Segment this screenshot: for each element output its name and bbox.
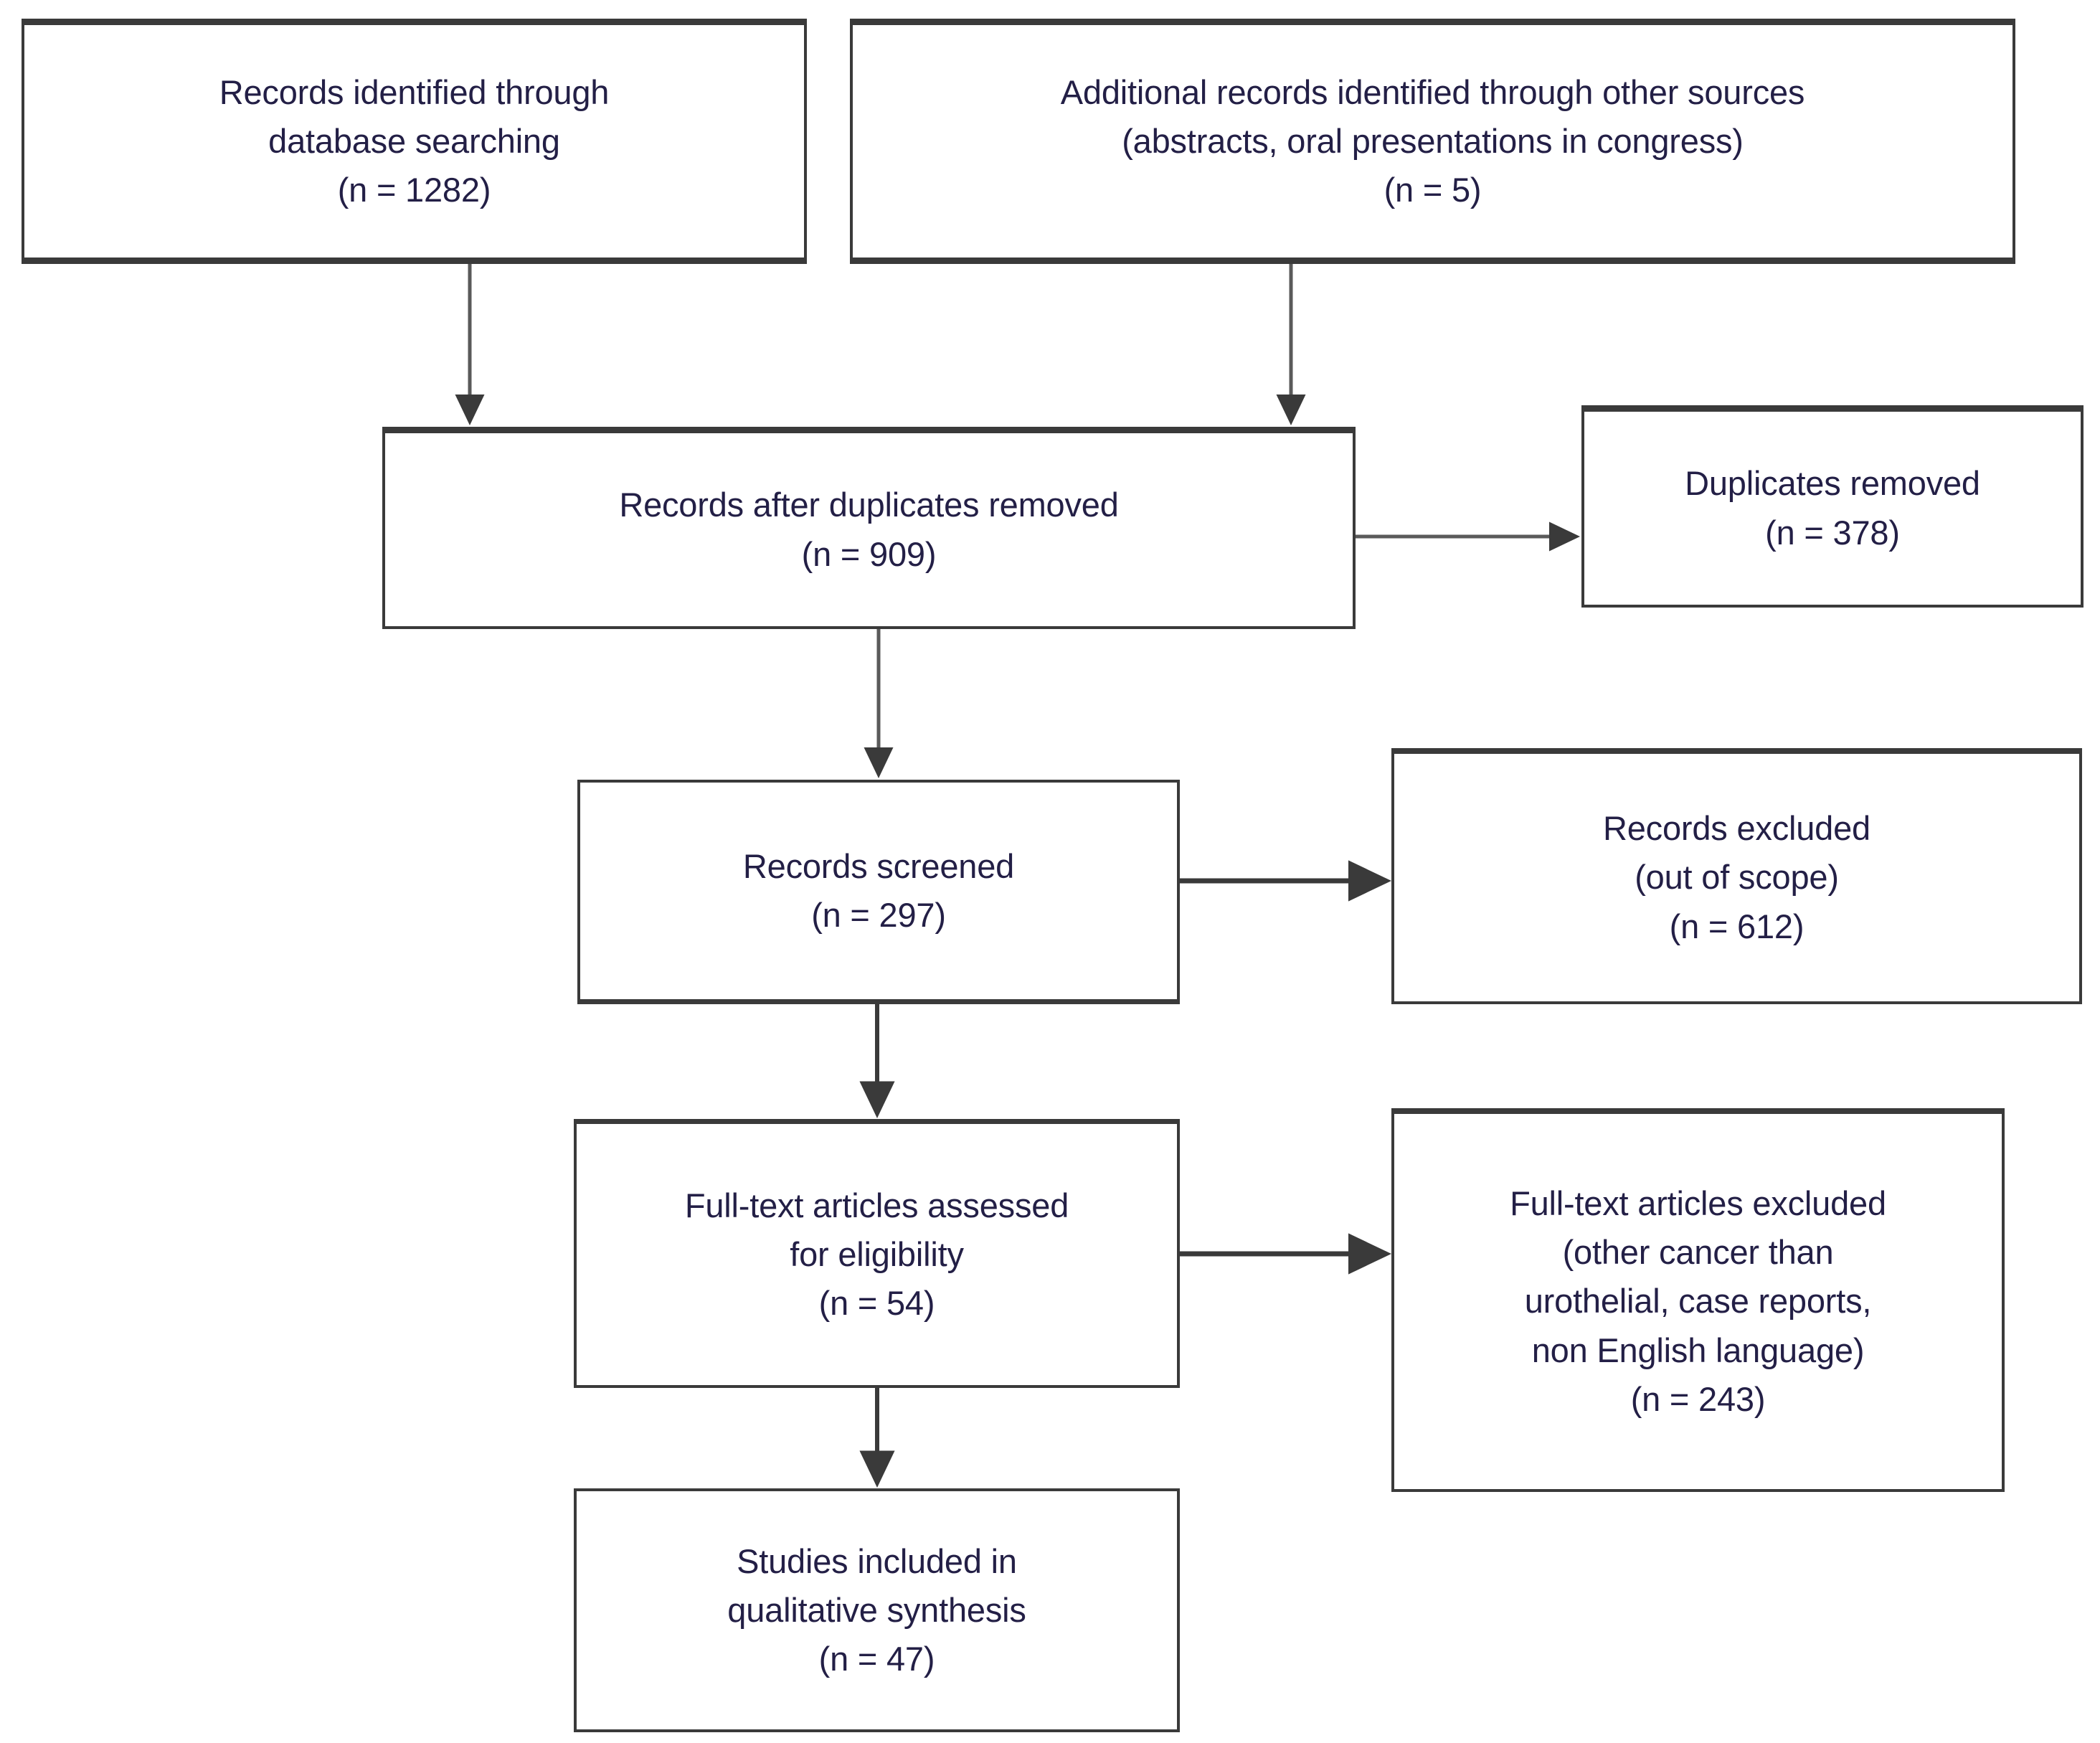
node-records-identified-database-searching[interactable]: Records identified through database sear…	[22, 19, 807, 264]
node-records-screened[interactable]: Records screened (n = 297)	[577, 780, 1180, 1004]
node-records-excluded[interactable]: Records excluded (out of scope) (n = 612…	[1391, 748, 2082, 1004]
node-label: Full-text articles assessed for eligibil…	[684, 1186, 1069, 1323]
node-label: Full-text articles excluded (other cance…	[1510, 1184, 1886, 1418]
node-studies-included-qualitative-synthesis[interactable]: Studies included in qualitative synthesi…	[574, 1488, 1180, 1732]
node-label: Records identified through database sear…	[219, 72, 610, 209]
node-records-after-duplicates-removed[interactable]: Records after duplicates removed (n = 90…	[382, 427, 1356, 629]
node-duplicates-removed[interactable]: Duplicates removed (n = 378)	[1581, 405, 2084, 608]
node-label: Records screened (n = 297)	[742, 846, 1015, 934]
node-full-text-articles-excluded[interactable]: Full-text articles excluded (other cance…	[1391, 1108, 2005, 1492]
node-label: Records excluded (out of scope) (n = 612…	[1602, 809, 1870, 945]
node-additional-records-other-sources[interactable]: Additional records identified through ot…	[850, 19, 2015, 264]
node-full-text-articles-assessed[interactable]: Full-text articles assessed for eligibil…	[574, 1119, 1180, 1388]
node-label: Duplicates removed (n = 378)	[1685, 464, 1980, 552]
node-label: Studies included in qualitative synthesi…	[727, 1541, 1026, 1678]
node-label: Records after duplicates removed (n = 90…	[619, 486, 1119, 573]
node-label: Additional records identified through ot…	[1060, 72, 1805, 209]
